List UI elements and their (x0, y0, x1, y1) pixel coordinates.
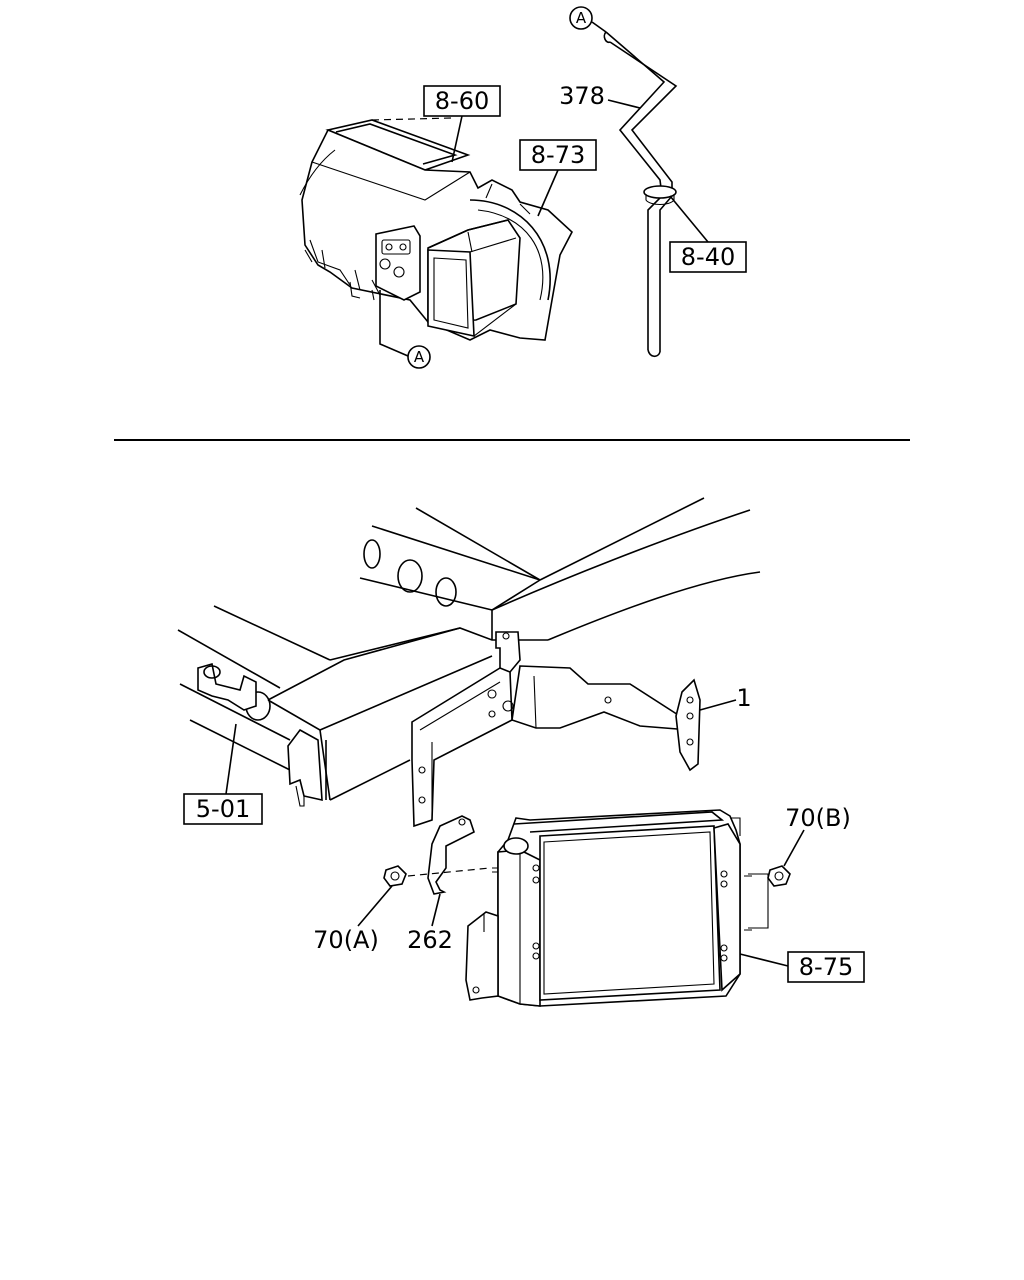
svg-text:8-40: 8-40 (681, 243, 735, 271)
nut-70a (383, 865, 407, 887)
ref-box-8-73[interactable]: 8-73 (519, 139, 597, 171)
leader-1 (699, 699, 737, 711)
circle-ref-a-bottom: A (407, 345, 431, 369)
label-70a: 70(A) (313, 926, 379, 954)
ref-box-5-01[interactable]: 5-01 (183, 793, 263, 825)
bolt-line (407, 867, 491, 877)
svg-text:8-60: 8-60 (435, 87, 489, 115)
svg-text:5-01: 5-01 (196, 795, 250, 823)
leader-70b (783, 829, 805, 867)
ref-box-8-60[interactable]: 8-60 (423, 85, 501, 117)
frame-crossmember (177, 497, 761, 807)
svg-text:A: A (576, 9, 587, 27)
leader-378 (607, 99, 641, 109)
label-262: 262 (407, 926, 453, 954)
leader-70a (357, 885, 393, 927)
nut-70b (767, 865, 791, 887)
svg-text:A: A (414, 348, 425, 366)
ref-box-8-75[interactable]: 8-75 (787, 951, 865, 983)
condenser-assembly (465, 809, 769, 1007)
label-70b: 70(B) (785, 804, 851, 832)
leader-5-01 (225, 723, 237, 795)
leader-262 (431, 893, 441, 927)
leader-8-60 (451, 115, 463, 163)
leader-8-75 (739, 953, 789, 967)
ref-box-8-40[interactable]: 8-40 (669, 241, 747, 273)
heater-assembly (299, 117, 573, 341)
leader-a-bottom (379, 290, 409, 357)
label-1: 1 (736, 684, 751, 712)
bracket-1 (411, 631, 701, 828)
leader-8-73 (537, 169, 559, 217)
leader-a-top (591, 21, 607, 33)
circle-ref-a-top: A (569, 6, 593, 30)
leader-8-40 (669, 195, 709, 243)
svg-text:8-75: 8-75 (799, 953, 853, 981)
label-378: 378 (559, 82, 605, 110)
clip-262 (427, 815, 475, 895)
svg-text:8-73: 8-73 (531, 141, 585, 169)
hose-378 (603, 31, 678, 358)
